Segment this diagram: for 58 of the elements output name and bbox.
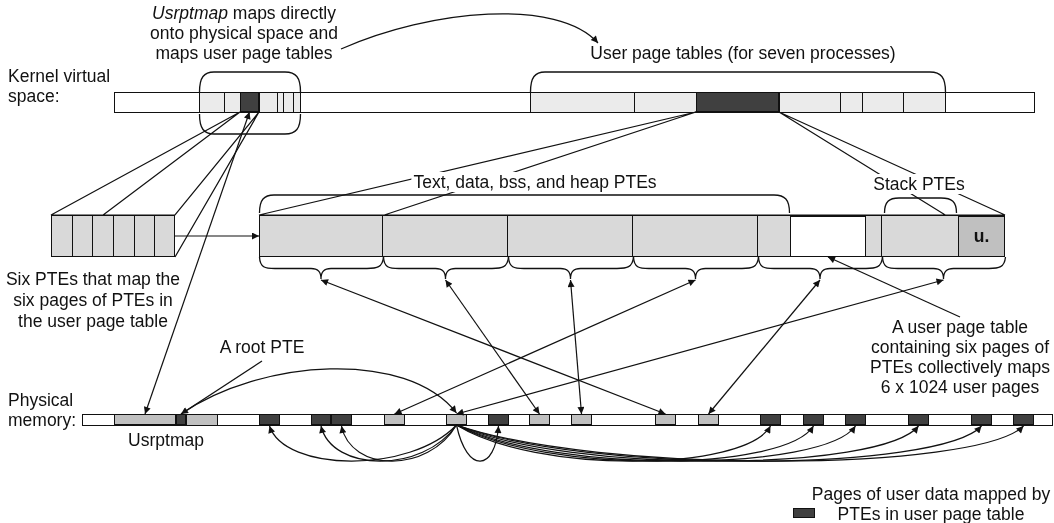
arrow [180, 360, 263, 415]
annotation-text: A root PTE [212, 337, 312, 361]
arrow [144, 111, 251, 415]
memory-cell [384, 414, 405, 425]
arrow [393, 279, 697, 415]
memory-cell [529, 414, 550, 425]
bracketed-region [199, 71, 300, 112]
memory-cell [446, 414, 467, 425]
projection-line [258, 111, 1006, 216]
arrow [268, 424, 458, 462]
memory-cell [1013, 414, 1034, 425]
arrow [707, 279, 821, 415]
memory-cell [331, 414, 352, 425]
memory-cell: u. [958, 216, 1005, 257]
memory-cell [176, 414, 186, 425]
pte-page [508, 216, 633, 280]
memory-cell [760, 414, 781, 425]
annotation-text: User page tables (for seven processes) [583, 43, 903, 65]
bracketed-region [530, 71, 945, 112]
arrow [174, 232, 260, 240]
memory-cell [488, 414, 509, 425]
pte-page [259, 216, 383, 280]
memory-cell [311, 414, 331, 425]
page-table [259, 215, 1005, 280]
label-text: Text, data, bss, and heap PTEs [411, 172, 659, 192]
legend-text: Pages of user data mapped by PTEs in user page table [810, 484, 1052, 523]
pte-page [383, 216, 508, 280]
memory-cell [698, 414, 719, 425]
label-text: Stack PTEs [871, 174, 967, 194]
bar-label: Kernel virtual space: [8, 66, 112, 108]
arrow [567, 279, 585, 415]
label-text: Usrptmap [128, 430, 204, 450]
memory-cell [571, 414, 592, 425]
annotation-text: A user page table containing six pages of PTEs collectively maps 6 x 1024 user pages [866, 317, 1054, 401]
arrow [455, 278, 945, 416]
arrow [827, 256, 961, 318]
pte-page [633, 216, 758, 280]
arrow [320, 279, 667, 415]
memory-cell [790, 216, 866, 257]
pte-page [882, 216, 1005, 280]
memory-cell [114, 414, 176, 425]
memory-cell [259, 414, 280, 425]
caption-text: Six PTEs that map the six pages of PTEs in the user page table [5, 269, 181, 332]
annotation-text: Usrptmap maps directly onto physical space and maps user page tables [143, 3, 345, 65]
memory-cell [908, 414, 929, 425]
bar-label: Physical memory: [8, 390, 78, 432]
arrow [455, 424, 502, 462]
pte-page [758, 216, 882, 280]
arrow [340, 13, 599, 50]
memory-cell [845, 414, 866, 425]
memory-cell [240, 92, 259, 112]
memory-cell [803, 414, 824, 425]
memory-cell [696, 92, 779, 112]
memory-cell [655, 414, 676, 425]
arrow [444, 279, 541, 415]
projection-line [50, 111, 260, 258]
memory-cell [971, 414, 992, 425]
arrow [180, 368, 458, 415]
